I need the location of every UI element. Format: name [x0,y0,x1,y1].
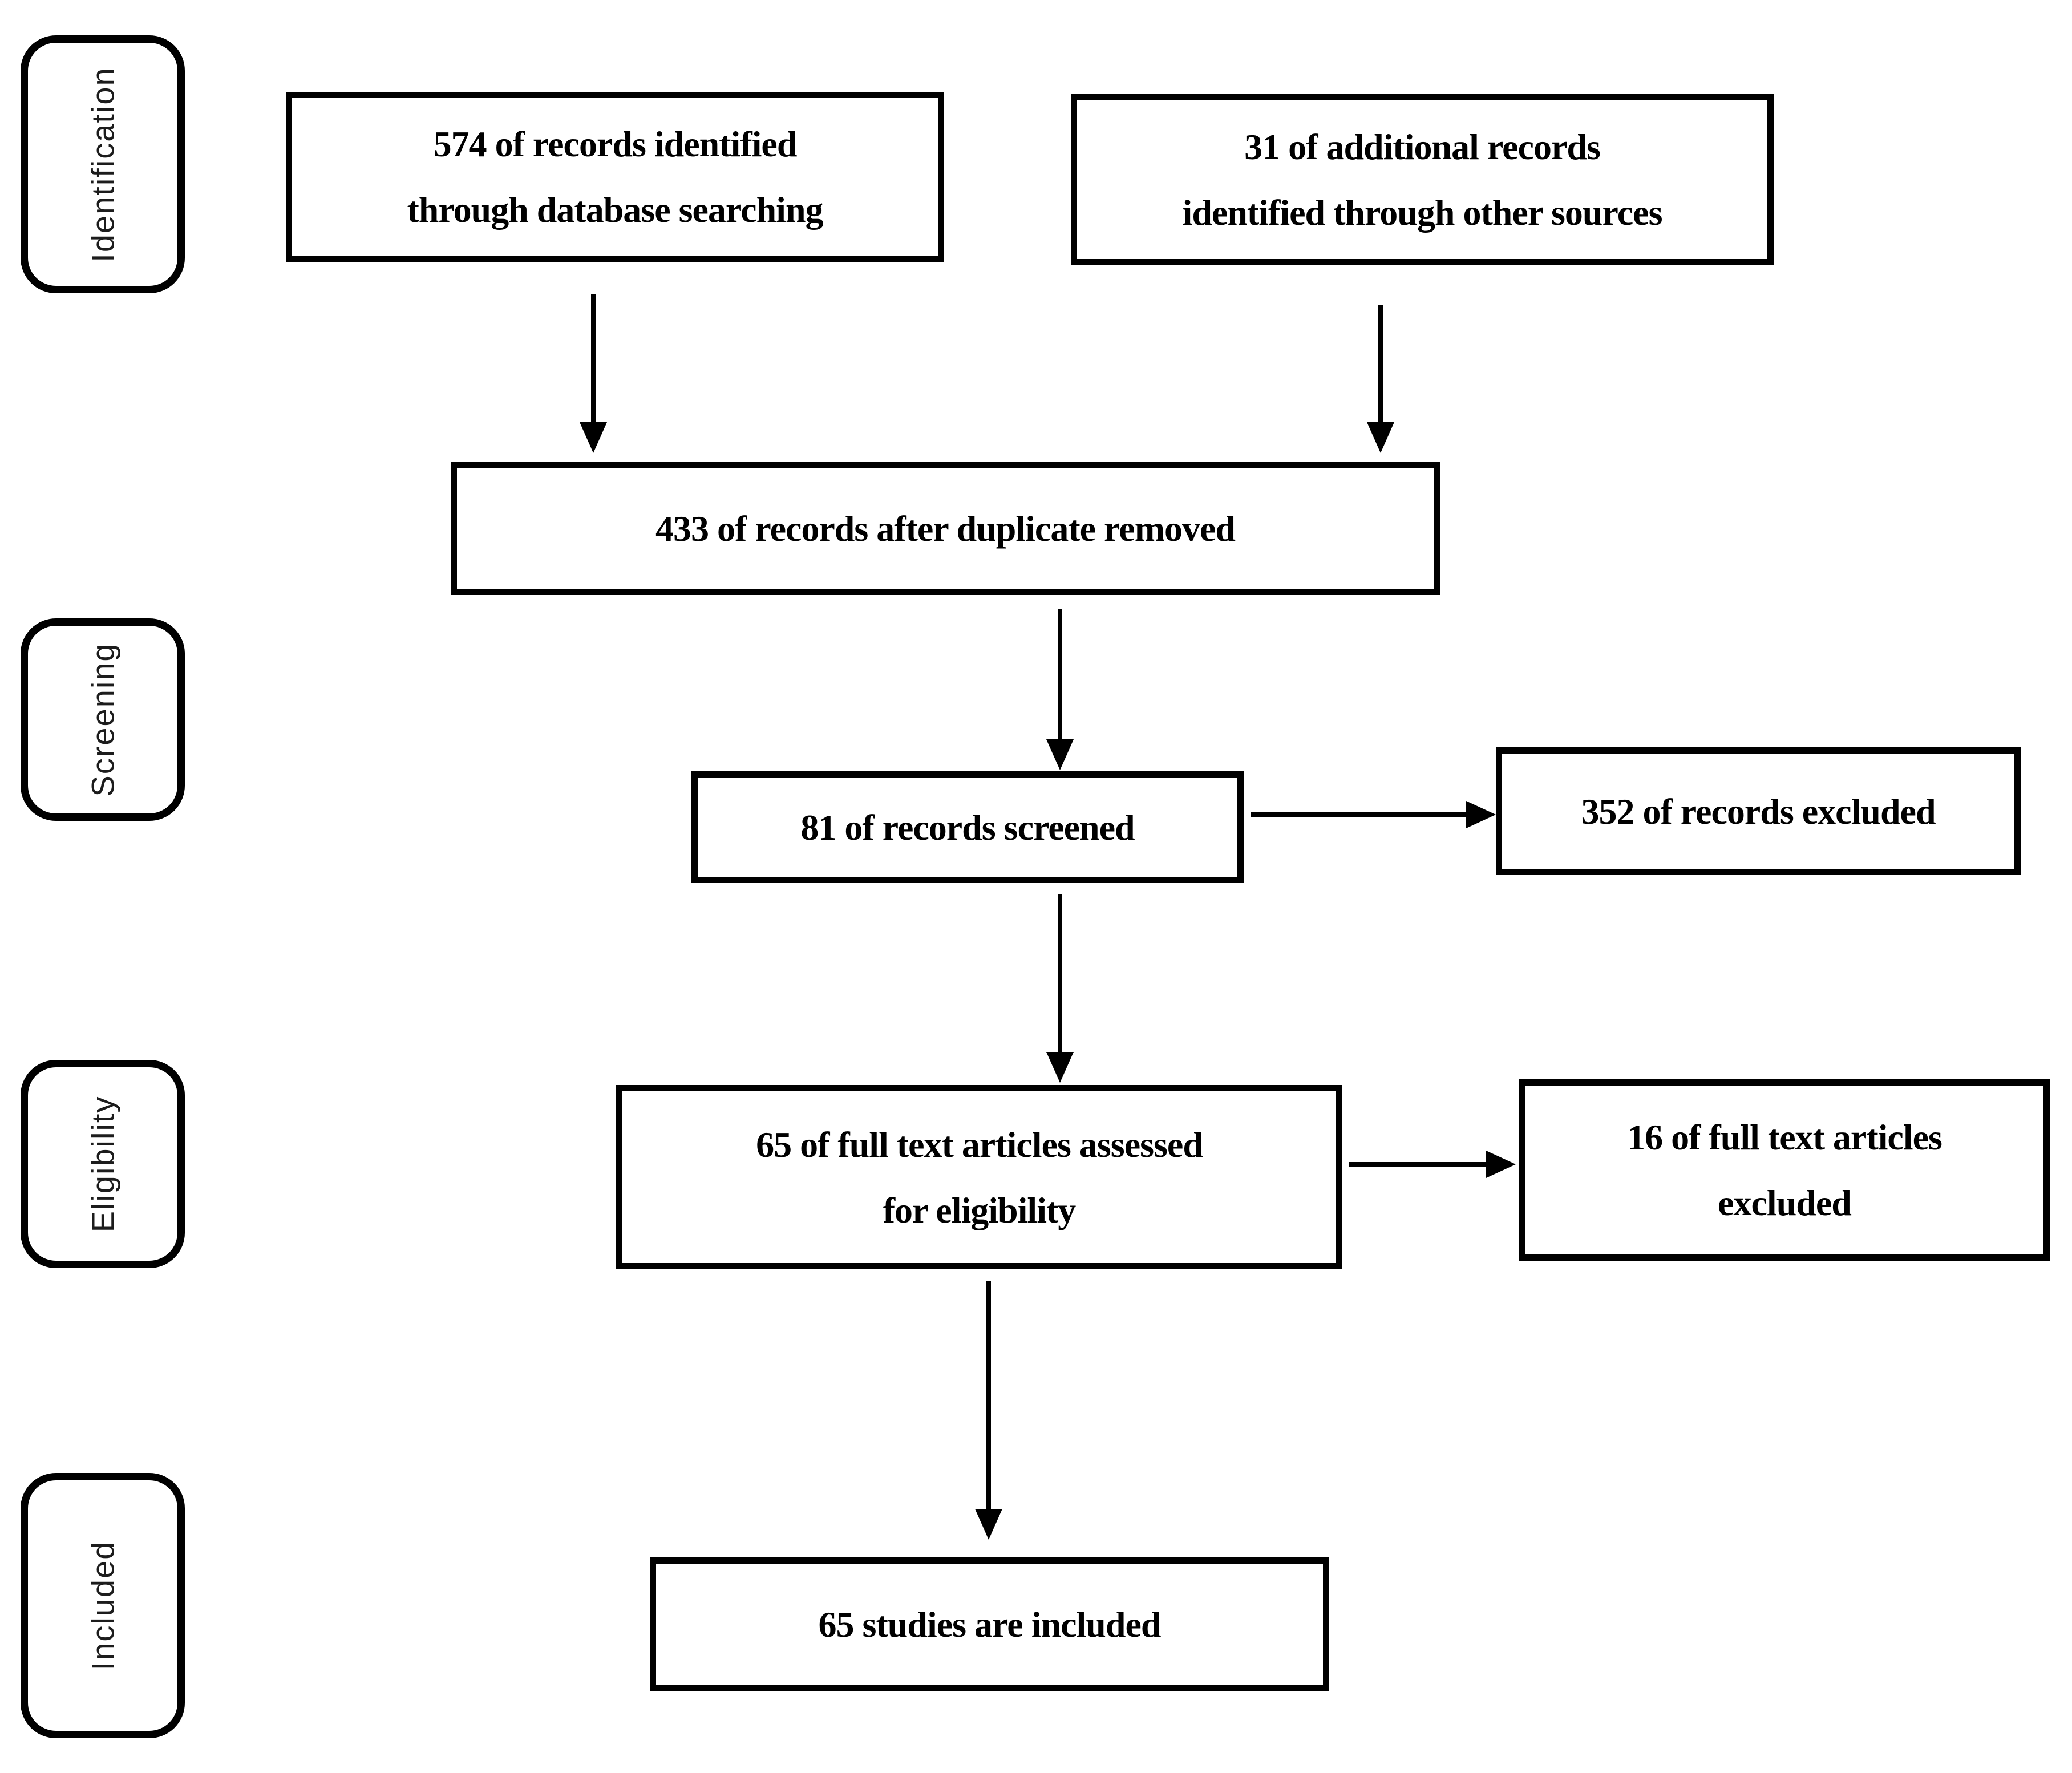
stage-identification: Identification [21,35,185,293]
box-fulltext-assessed: 65 of full text articles assessed for el… [616,1085,1342,1269]
box-records-screened-line1: 81 of records screened [800,807,1135,848]
box-fulltext-excluded: 16 of full text articles excluded [1519,1079,2050,1261]
box-fulltext-excluded-line1: 16 of full text articles [1627,1117,1942,1157]
box-additional-records: 31 of additional records identified thro… [1071,94,1774,265]
stage-screening: Screening [21,618,185,821]
box-studies-included: 65 studies are included [650,1557,1329,1691]
arrow-fulltext-to-included-icon [986,1281,991,1509]
stage-included: Included [21,1473,185,1738]
box-fulltext-assessed-line2: for eligibility [883,1189,1077,1230]
arrow-deduplicated-to-screened-icon [1058,609,1062,739]
box-records-identified-line2: through database searching [407,189,823,230]
box-records-identified: 574 of records identified through databa… [286,92,944,262]
box-fulltext-assessed-line1: 65 of full text articles assessed [756,1124,1203,1165]
stage-screening-label: Screening [84,642,121,797]
box-records-identified-line1: 574 of records identified [433,124,798,164]
arrow-fulltext-to-fulltext-excluded-icon [1349,1162,1486,1167]
box-records-screened: 81 of records screened [691,771,1244,883]
arrow-screened-to-fulltext-icon [1058,894,1062,1052]
box-records-excluded-line1: 352 of records excluded [1581,791,1936,832]
box-duplicates-removed: 433 of records after duplicate removed [451,462,1440,595]
stage-eligibility-label: Eligibility [84,1095,121,1233]
stage-eligibility: Eligibility [21,1060,185,1268]
box-additional-records-line1: 31 of additional records [1244,127,1601,167]
box-studies-included-line1: 65 studies are included [818,1604,1162,1645]
box-records-excluded: 352 of records excluded [1496,747,2021,875]
arrow-identified-to-deduplicated-icon [591,294,596,422]
arrow-screened-to-excluded-icon [1251,812,1466,817]
box-additional-records-line2: identified through other sources [1182,192,1663,233]
box-fulltext-excluded-line2: excluded [1718,1183,1852,1223]
stage-identification-label: Identification [84,66,121,262]
arrow-additional-to-deduplicated-icon [1378,305,1383,422]
stage-included-label: Included [84,1540,121,1671]
box-duplicates-removed-line1: 433 of records after duplicate removed [655,508,1236,549]
